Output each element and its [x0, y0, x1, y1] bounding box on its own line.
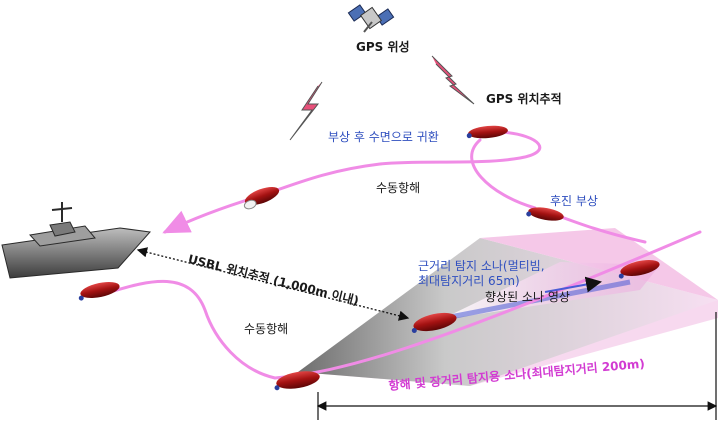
auv-icon	[243, 186, 280, 210]
auv-icon	[466, 125, 508, 139]
usbl-range-arrow	[136, 247, 410, 321]
enhanced-sonar-arrow	[544, 276, 602, 293]
gps-satellite-icon	[347, 4, 395, 33]
auv-icon	[78, 281, 120, 301]
short-range-sonar-label-line2: 최대탐지거리 65m)	[418, 274, 520, 288]
gps-satellite-label: GPS 위성	[356, 40, 410, 54]
auv-icon	[274, 371, 320, 391]
gps-signal-icon	[289, 55, 475, 141]
auv-icon	[411, 312, 457, 333]
dead-reckoning-top-label: 수동항해	[376, 181, 421, 195]
support-ship	[1, 202, 151, 279]
auv-icon	[526, 207, 564, 221]
gps-tracking-label: GPS 위치추적	[486, 92, 562, 106]
short-range-sonar-label-line1: 근거리 탐지 소나(멀티빔,	[418, 259, 545, 273]
dead-reckoning-bottom-label: 수동항해	[244, 322, 289, 336]
surface-return-label: 부상 후 수면으로 귀환	[328, 130, 439, 144]
auv-icon	[618, 259, 660, 279]
enhanced-sonar-label: 향상된 소나 영상	[485, 290, 570, 304]
long-range-dimension-line	[316, 312, 718, 420]
reverse-ascent-label: 후진 부상	[550, 194, 598, 208]
